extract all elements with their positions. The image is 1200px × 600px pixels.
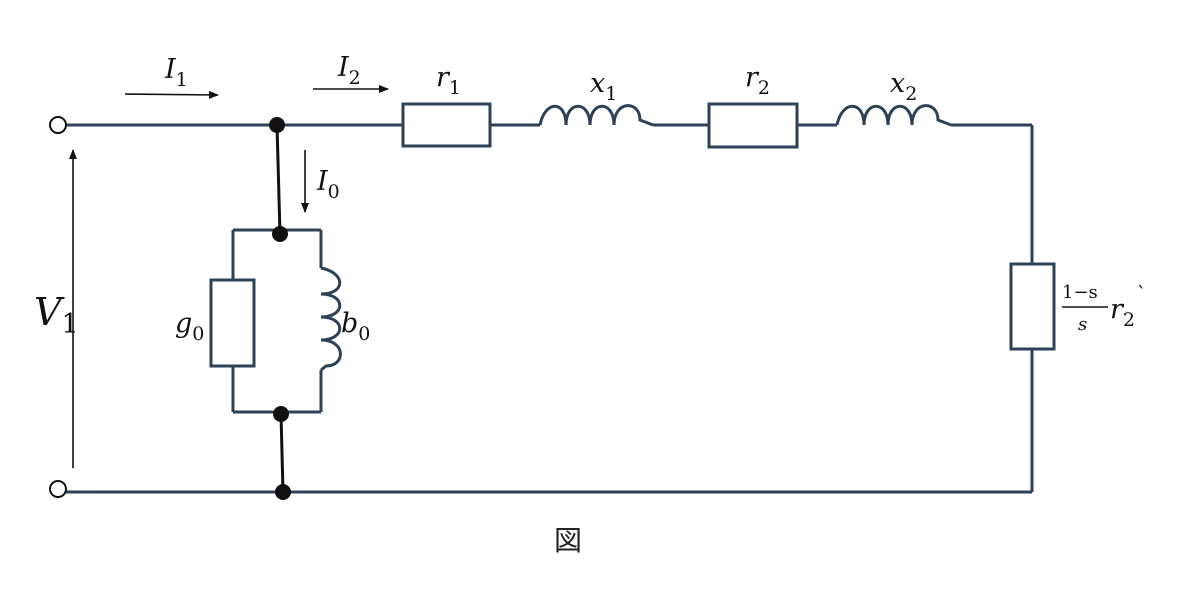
label-v1: V1 xyxy=(34,290,79,340)
shunt-wire-bottom xyxy=(279,413,285,493)
label-x1: x1 xyxy=(590,68,617,105)
inductor-b0 xyxy=(320,266,342,372)
figure-caption: 図 xyxy=(554,524,582,557)
label-r1: r1 xyxy=(436,62,461,99)
label-x2: x2 xyxy=(890,68,917,105)
load-denominator: s xyxy=(1078,314,1087,335)
label-g0: g0 xyxy=(175,308,204,345)
junction-top xyxy=(269,117,285,133)
resistor-r2 xyxy=(707,102,799,149)
label-b0: b0 xyxy=(341,308,370,345)
label-i1: I1 xyxy=(164,54,188,91)
label-load: 1−s s r2` xyxy=(1062,282,1147,335)
wiring xyxy=(66,123,1034,494)
inductor-x1 xyxy=(538,104,654,127)
resistor-r1 xyxy=(401,102,492,148)
input-terminal-top xyxy=(49,116,67,134)
label-i0: I0 xyxy=(316,166,340,203)
junction-shunt-top xyxy=(272,226,288,242)
inductor-x2 xyxy=(835,104,952,127)
arrow-i1 xyxy=(124,90,219,99)
resistor-load xyxy=(1009,262,1056,351)
load-numerator: 1−s xyxy=(1062,282,1098,303)
resistor-g0 xyxy=(209,278,256,368)
load-resistance-symbol: r2` xyxy=(1110,283,1147,331)
junction-shunt-bottom xyxy=(273,406,289,422)
input-terminal-bottom xyxy=(49,480,67,498)
label-i2: I2 xyxy=(337,52,361,89)
label-r2: r2 xyxy=(745,62,770,99)
shunt-wire-top xyxy=(275,124,282,235)
junction-bottom xyxy=(275,484,291,500)
